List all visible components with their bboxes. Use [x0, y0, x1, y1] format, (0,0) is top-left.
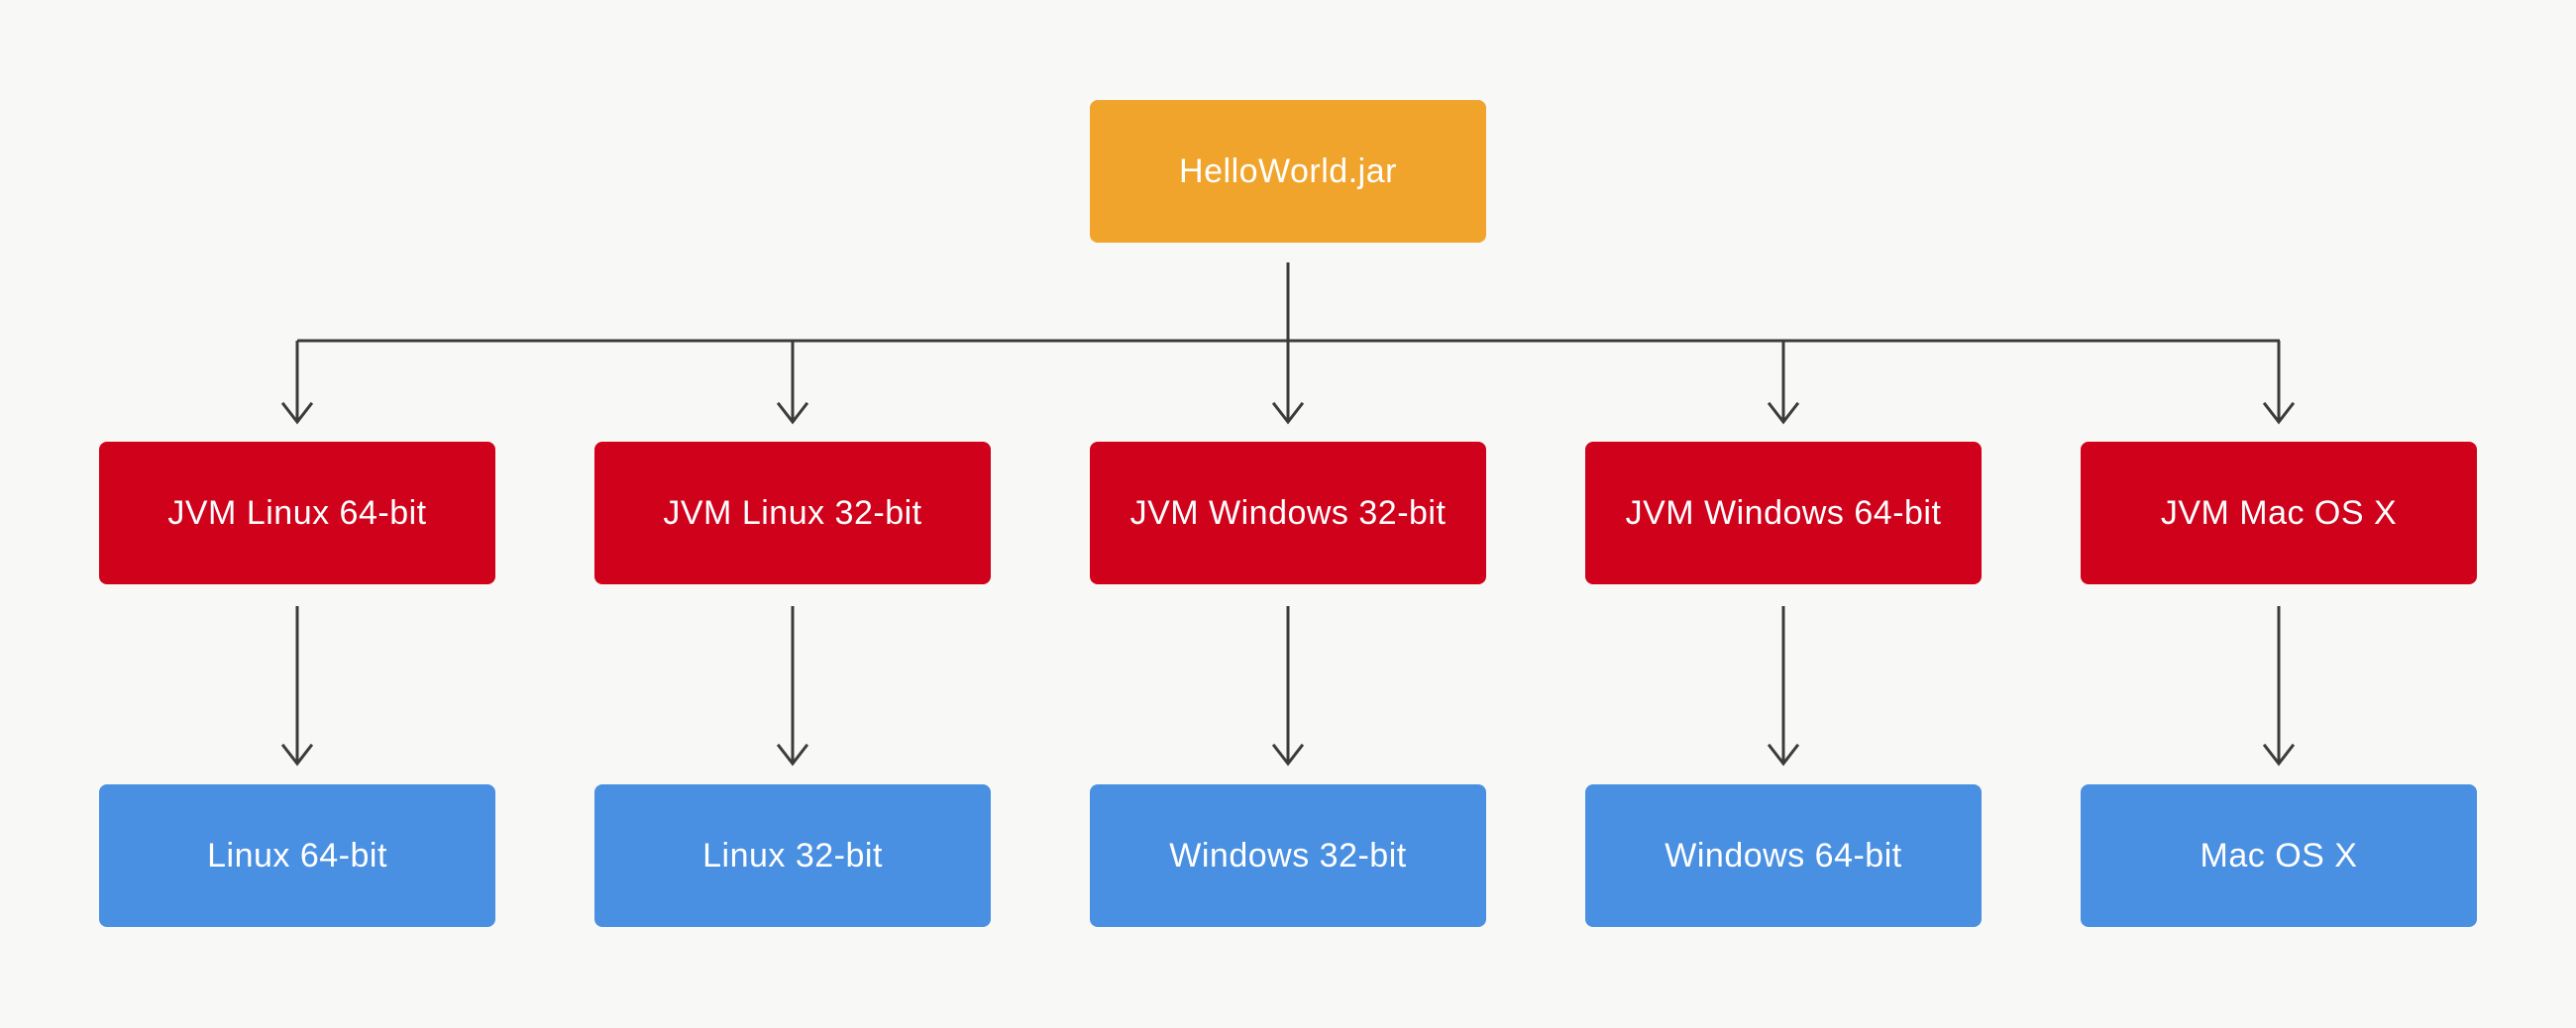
node-label: Linux 32-bit	[702, 836, 883, 874]
node-helloworld-jar: HelloWorld.jar	[1090, 100, 1486, 243]
node-label: Linux 64-bit	[207, 836, 387, 874]
node-os-windows-64: Windows 64-bit	[1585, 784, 1982, 927]
node-label: HelloWorld.jar	[1179, 152, 1397, 190]
node-jvm-windows-64: JVM Windows 64-bit	[1585, 442, 1982, 584]
node-label: JVM Linux 32-bit	[663, 493, 922, 532]
node-label: JVM Mac OS X	[2160, 493, 2398, 532]
node-label: JVM Windows 32-bit	[1129, 493, 1447, 532]
node-os-linux-32: Linux 32-bit	[594, 784, 991, 927]
node-os-linux-64: Linux 64-bit	[99, 784, 495, 927]
node-jvm-windows-32: JVM Windows 32-bit	[1090, 442, 1486, 584]
node-os-mac-os-x: Mac OS X	[2081, 784, 2477, 927]
node-label: Mac OS X	[2200, 836, 2358, 874]
node-label: Windows 32-bit	[1169, 836, 1407, 874]
node-os-windows-32: Windows 32-bit	[1090, 784, 1486, 927]
node-jvm-linux-64: JVM Linux 64-bit	[99, 442, 495, 584]
node-label: JVM Windows 64-bit	[1625, 493, 1942, 532]
node-jvm-mac-os-x: JVM Mac OS X	[2081, 442, 2477, 584]
node-jvm-linux-32: JVM Linux 32-bit	[594, 442, 991, 584]
node-label: JVM Linux 64-bit	[167, 493, 427, 532]
node-label: Windows 64-bit	[1664, 836, 1902, 874]
